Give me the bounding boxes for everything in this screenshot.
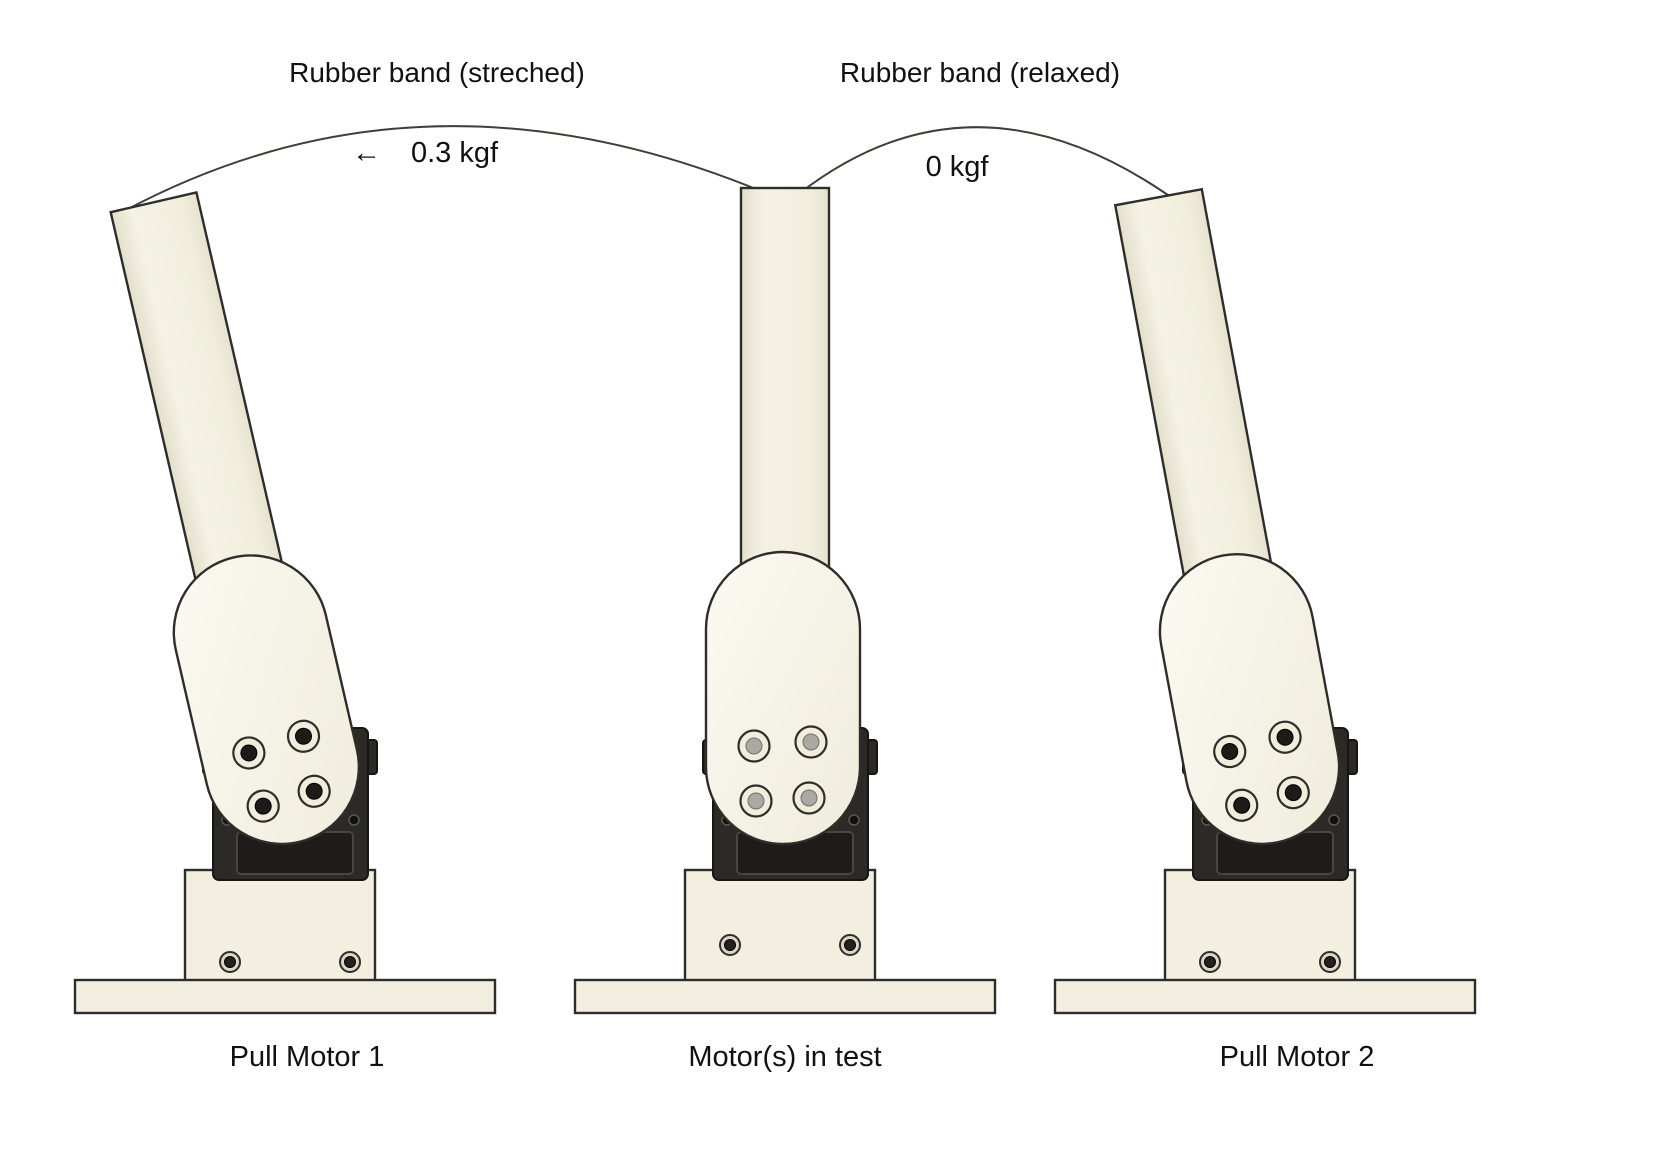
horn-hole-br [1276, 776, 1310, 810]
base-screw-right [1319, 951, 1341, 973]
horn-arm [739, 186, 831, 620]
horn-hole-br [297, 774, 331, 808]
band-relaxed-label: Rubber band (relaxed) [839, 57, 1121, 88]
servo-horn [704, 186, 862, 846]
horn-hole-tr [1268, 720, 1302, 754]
base-plate [573, 978, 997, 1015]
base-block [683, 868, 877, 987]
rubber-band-relaxed-path [799, 126, 1176, 201]
base-screw-right [339, 951, 361, 973]
force-annotation-stretched: ← 0.3 kgf [352, 136, 498, 171]
base-screw-left [219, 951, 241, 973]
horn-hole-bl [246, 789, 280, 823]
left-arrow-icon: ← [352, 137, 381, 169]
base [573, 868, 997, 1015]
horn-hole-tl [737, 729, 771, 763]
horn-hole-bl [1225, 788, 1259, 822]
motor-screw-right [848, 814, 860, 826]
horn-paddle [172, 554, 361, 846]
motor-screw-right [348, 814, 360, 826]
base-plate [1053, 978, 1477, 1015]
base-screw-left [1199, 951, 1221, 973]
horn-hole-bl [739, 784, 773, 818]
horn-hole-tr [286, 719, 321, 753]
horn-hole-br [792, 781, 826, 815]
base-plate [73, 978, 497, 1015]
horn-paddle [704, 550, 862, 846]
servo-horn [109, 190, 361, 846]
caption-pull-motor-1: Pull Motor 1 [229, 1041, 385, 1073]
horn-hole-tr [794, 725, 828, 759]
base [73, 868, 497, 1015]
rubber-band-stretched-path [114, 125, 769, 217]
assembly-pull-motor-1 [73, 190, 497, 1015]
assembly-pull-motor-2 [1053, 187, 1477, 1015]
force-value-stretched: 0.3 kgf [411, 137, 499, 169]
caption-test-motor: Motor(s) in test [688, 1041, 882, 1073]
servo-horn [1113, 187, 1341, 846]
horn-hole-tl [232, 736, 266, 770]
motor-screw-right [1328, 814, 1340, 826]
horn-paddle [1158, 553, 1341, 846]
force-value-relaxed: 0 kgf [925, 151, 989, 183]
assembly-test-motor [573, 186, 997, 1015]
base-screw-left [719, 934, 741, 956]
caption-pull-motor-2: Pull Motor 2 [1219, 1041, 1375, 1073]
base-screw-right [839, 934, 861, 956]
base [1053, 868, 1477, 1015]
horn-hole-tl [1213, 734, 1247, 769]
band-stretched-label: Rubber band (streched) [289, 57, 585, 88]
